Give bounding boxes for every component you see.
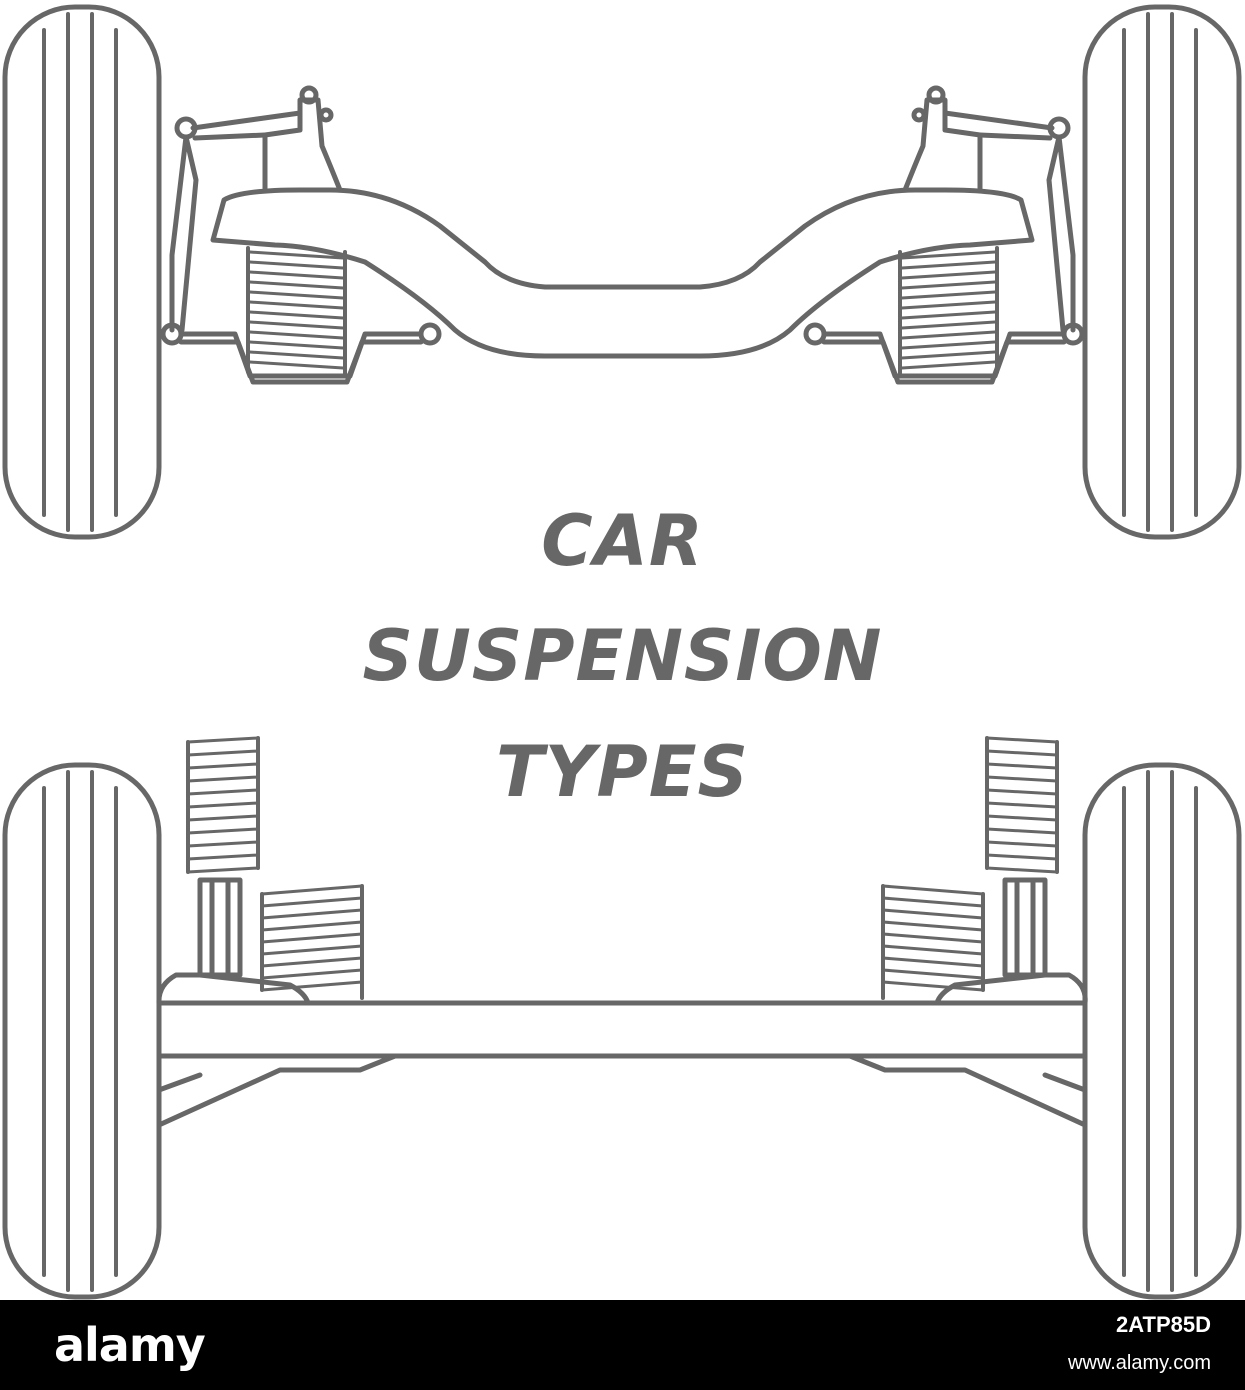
front-suspension-diagram	[2, 4, 1242, 540]
image-id: 2ATP85D	[1116, 1312, 1211, 1337]
front-left-upper-arm	[174, 110, 303, 141]
rear-suspension-diagram	[2, 736, 1242, 1300]
rear-right-spring-mount	[934, 972, 1048, 1006]
front-left-knuckle	[169, 134, 199, 333]
rear-left-trailing-arm	[156, 1053, 398, 1128]
front-left-wheel	[2, 4, 162, 540]
title-line-car: CAR	[541, 500, 704, 582]
rear-left-coil-spring	[260, 884, 364, 1000]
rear-right-shock-absorber	[985, 736, 1059, 978]
rear-left-wheel	[2, 762, 162, 1300]
suspension-illustration	[2, 4, 1242, 1300]
front-left-coil-spring	[246, 246, 347, 377]
rear-left-spring-mount	[197, 972, 311, 1006]
site-url: www.alamy.com	[1068, 1352, 1211, 1374]
front-right-lower-arm	[803, 322, 1085, 385]
rear-right-wheel	[1082, 762, 1242, 1300]
title-line-types: TYPES	[496, 731, 749, 813]
title-line-suspension: SUSPENSION	[362, 615, 883, 697]
rear-right-trailing-arm	[847, 1053, 1088, 1128]
watermark-footer: alamy 2ATP85D www.alamy.com	[0, 1300, 1245, 1390]
front-crossmember	[210, 187, 1035, 359]
front-right-coil-spring	[898, 246, 999, 377]
rear-axle-beam	[156, 972, 1088, 1059]
alamy-logo: alamy	[54, 1318, 206, 1372]
front-right-knuckle	[1046, 134, 1076, 333]
rear-right-coil-spring	[881, 884, 985, 1000]
front-right-wheel	[1082, 4, 1242, 540]
rear-left-shock-absorber	[186, 736, 260, 978]
front-left-lower-arm	[160, 322, 442, 385]
